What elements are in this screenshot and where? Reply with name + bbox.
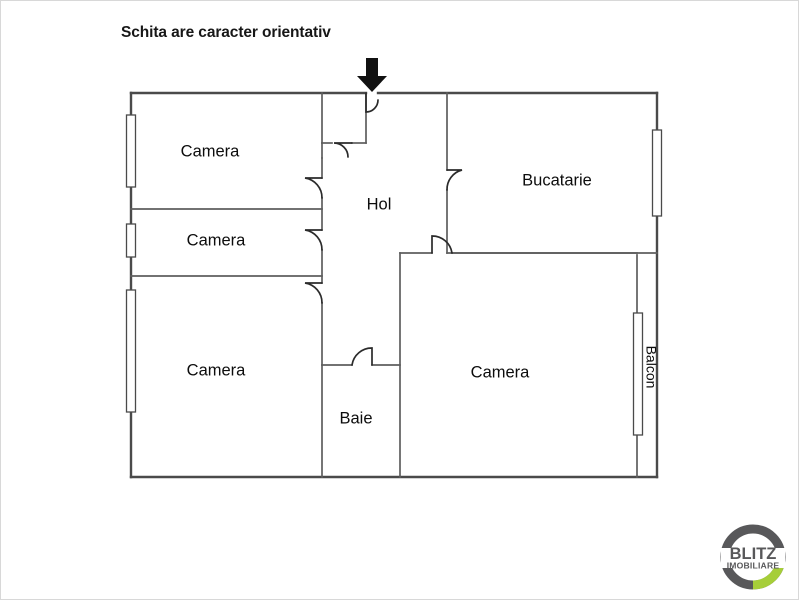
window-left-bottom — [125, 289, 137, 413]
window-left-middle — [125, 223, 137, 258]
blitz-imobiliare-logo: BLITZ IMOBILIARE — [717, 521, 789, 593]
room-label-balcon: Balcon — [643, 346, 659, 389]
room-label-camera-top-left: Camera — [181, 142, 241, 160]
door-bucatarie — [446, 169, 463, 191]
window-right-kitchen — [651, 129, 663, 217]
logo-text-plate — [721, 548, 785, 568]
door-vestibule — [333, 142, 353, 158]
logo-wordmark-blitz: BLITZ — [730, 545, 777, 563]
room-label-baie: Baie — [339, 409, 372, 427]
room-label-camera-bottom-right: Camera — [471, 363, 531, 381]
room-labels: Camera Camera Camera Hol Bucatarie Baie … — [181, 142, 660, 427]
window-left-top — [125, 114, 137, 188]
door-baie — [351, 347, 373, 366]
logo-accent-arc — [752, 564, 784, 590]
windows — [125, 114, 663, 436]
window-balcony — [632, 312, 644, 436]
door-camera-bottom-left — [304, 282, 323, 304]
door-camera-mid-left — [304, 229, 323, 251]
room-label-camera-mid-left: Camera — [187, 231, 247, 249]
door-camera-bottom-right — [431, 235, 453, 254]
room-label-hol: Hol — [367, 195, 392, 213]
room-label-camera-bottom-left: Camera — [187, 361, 247, 379]
door-camera-top-left — [304, 177, 323, 199]
logo-wordmark-imobiliare: IMOBILIARE — [727, 561, 780, 571]
page-title: Schita are caracter orientativ — [121, 24, 331, 41]
door-swings — [304, 92, 463, 366]
door-entrance — [365, 92, 379, 113]
room-label-bucatarie: Bucatarie — [522, 171, 592, 189]
entrance-arrow-icon — [357, 58, 387, 92]
